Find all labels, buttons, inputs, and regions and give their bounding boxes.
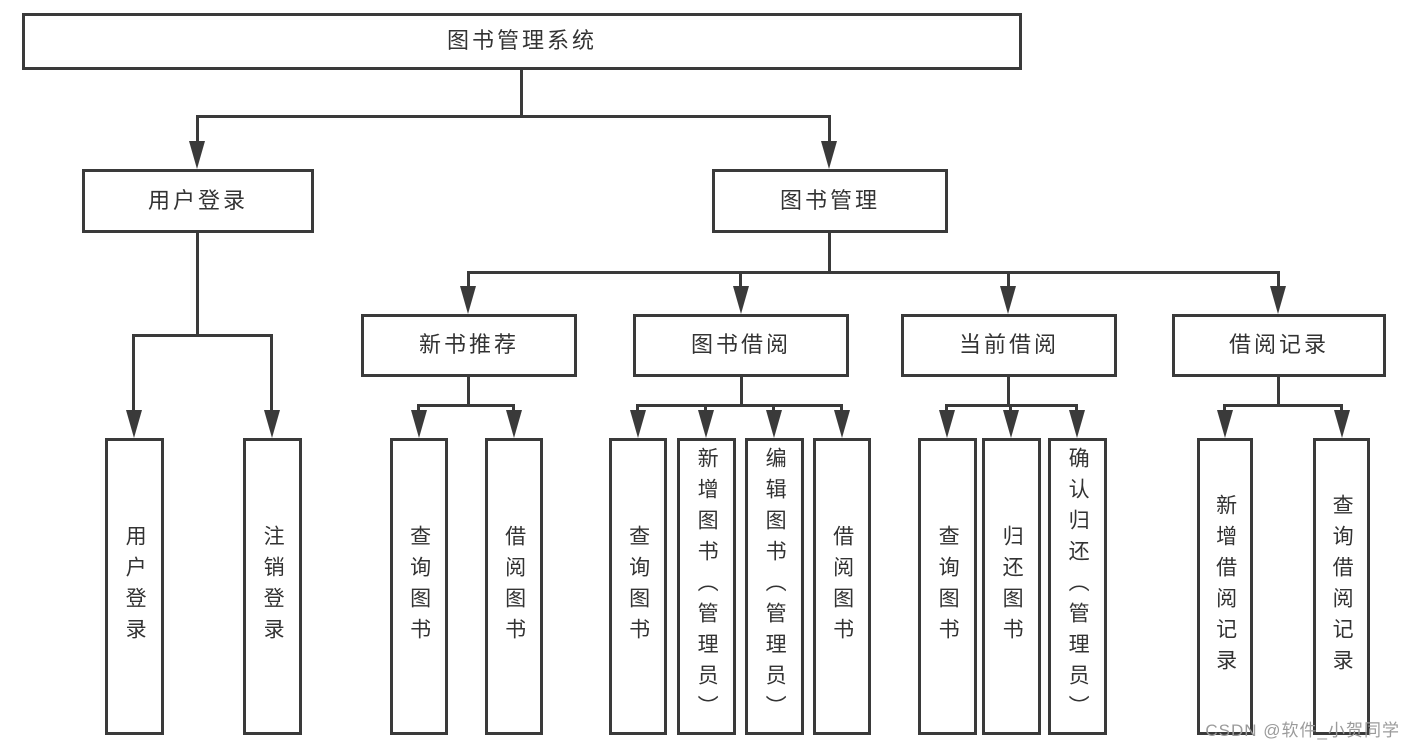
arrowhead-down-icon bbox=[506, 410, 522, 438]
leaf-edit-book-admin: 编辑图书（管理员） bbox=[745, 438, 804, 735]
arrowhead-down-icon bbox=[630, 410, 646, 438]
node-borrow-records: 借阅记录 bbox=[1172, 314, 1386, 377]
connector-line bbox=[636, 404, 843, 407]
connector-line bbox=[417, 404, 420, 413]
watermark: CSDN @软件_小贺同学 bbox=[1205, 721, 1400, 740]
leaf-user-login: 用户登录 bbox=[105, 438, 164, 735]
connector-line bbox=[1277, 377, 1280, 407]
connector-line bbox=[636, 404, 639, 413]
leaf-add-book-admin: 新增图书（管理员） bbox=[677, 438, 736, 735]
connector-line bbox=[945, 404, 948, 413]
leaf-borrow-book-1: 借阅图书 bbox=[485, 438, 543, 735]
connector-line bbox=[196, 115, 831, 118]
arrowhead-down-icon bbox=[1069, 410, 1085, 438]
arrowhead-down-icon bbox=[460, 286, 476, 314]
connector-line bbox=[1277, 271, 1280, 287]
arrowhead-down-icon bbox=[264, 410, 280, 438]
connector-line bbox=[704, 404, 707, 413]
connector-line bbox=[1007, 271, 1010, 287]
node-new-book-recommend: 新书推荐 bbox=[361, 314, 577, 377]
leaf-query-book-1: 查询图书 bbox=[390, 438, 448, 735]
arrowhead-down-icon bbox=[1270, 286, 1286, 314]
node-user-login: 用户登录 bbox=[82, 169, 314, 233]
connector-line bbox=[467, 271, 470, 287]
leaf-logout: 注销登录 bbox=[243, 438, 302, 735]
node-library-system: 图书管理系统 bbox=[22, 13, 1022, 70]
connector-line bbox=[132, 334, 135, 411]
leaf-confirm-return-admin: 确认归还（管理员） bbox=[1048, 438, 1107, 735]
connector-line bbox=[772, 404, 775, 413]
connector-line bbox=[828, 115, 831, 143]
connector-line bbox=[196, 233, 199, 335]
arrowhead-down-icon bbox=[1334, 410, 1350, 438]
node-book-borrow: 图书借阅 bbox=[633, 314, 849, 377]
arrowhead-down-icon bbox=[698, 410, 714, 438]
leaf-query-book-3: 查询图书 bbox=[918, 438, 977, 735]
leaf-add-borrow-record: 新增借阅记录 bbox=[1197, 438, 1253, 735]
arrowhead-down-icon bbox=[1217, 410, 1233, 438]
node-current-borrow: 当前借阅 bbox=[901, 314, 1117, 377]
connector-line bbox=[512, 404, 515, 413]
arrowhead-down-icon bbox=[733, 286, 749, 314]
arrowhead-down-icon bbox=[1003, 410, 1019, 438]
connector-line bbox=[1075, 404, 1078, 413]
leaf-return-book: 归还图书 bbox=[982, 438, 1041, 735]
connector-line bbox=[1009, 404, 1012, 413]
connector-line bbox=[828, 233, 831, 274]
connector-line bbox=[1340, 404, 1343, 413]
connector-line bbox=[467, 271, 1280, 274]
arrowhead-down-icon bbox=[939, 410, 955, 438]
connector-line bbox=[739, 271, 742, 287]
connector-line bbox=[270, 334, 273, 411]
leaf-query-book-2: 查询图书 bbox=[609, 438, 667, 735]
connector-line bbox=[840, 404, 843, 413]
arrowhead-down-icon bbox=[126, 410, 142, 438]
connector-line bbox=[196, 115, 199, 143]
arrowhead-down-icon bbox=[411, 410, 427, 438]
arrowhead-down-icon bbox=[766, 410, 782, 438]
leaf-query-borrow-record: 查询借阅记录 bbox=[1313, 438, 1370, 735]
connector-line bbox=[1223, 404, 1226, 413]
arrowhead-down-icon bbox=[189, 141, 205, 169]
connector-line bbox=[1223, 404, 1343, 407]
connector-line bbox=[740, 377, 743, 407]
leaf-borrow-book-2: 借阅图书 bbox=[813, 438, 871, 735]
connector-line bbox=[417, 404, 515, 407]
arrowhead-down-icon bbox=[821, 141, 837, 169]
connector-line bbox=[132, 334, 273, 337]
arrowhead-down-icon bbox=[834, 410, 850, 438]
connector-line bbox=[1007, 377, 1010, 407]
arrowhead-down-icon bbox=[1000, 286, 1016, 314]
node-book-management: 图书管理 bbox=[712, 169, 948, 233]
connector-line bbox=[467, 377, 470, 407]
connector-line bbox=[520, 69, 523, 116]
